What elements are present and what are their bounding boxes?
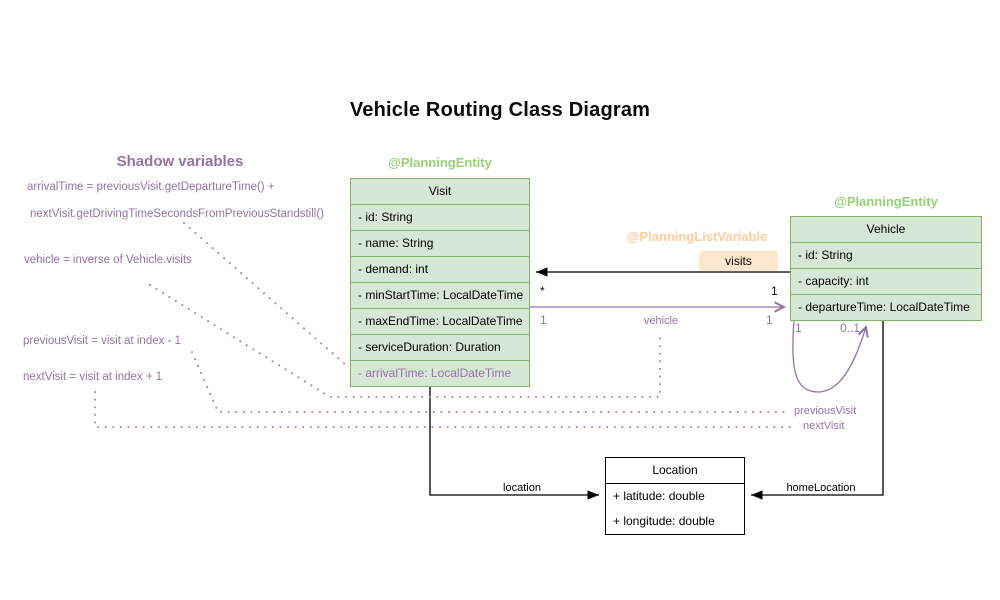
planning-list-variable-annotation: @PlanningListVariable	[626, 229, 768, 244]
visit-attribute-row: - id: String	[358, 210, 413, 224]
visit-attribute-row: - arrivalTime: LocalDateTime	[351, 360, 529, 386]
next-visit-label: nextVisit	[803, 420, 845, 432]
visits-multiplicity-vehicle-end: 1	[771, 284, 778, 298]
location-attribute-row: + longitude: double	[613, 514, 715, 528]
vehicle-association-label: vehicle	[643, 315, 679, 327]
visit-attribute-row: - maxEndTime: LocalDateTime	[351, 308, 529, 334]
planning-entity-annotation-vehicle: @PlanningEntity	[834, 194, 938, 209]
visit-attribute-row: - demand: int	[351, 256, 529, 282]
vehicle-attribute-row: - id: String	[798, 248, 853, 262]
location-association-label: location	[503, 482, 541, 494]
vehicle-multiplicity-vehicle-end: 1	[766, 313, 773, 327]
visits-multiplicity-visit-end: *	[540, 284, 545, 298]
visit-attribute-row: - minStartTime: LocalDateTime	[351, 282, 529, 308]
location-association-line	[429, 386, 599, 500]
self-loop-multiplicity-end: 0..1	[840, 321, 861, 335]
shadow-line-next-visit: nextVisit = visit at index + 1	[23, 371, 163, 383]
shadow-line-previous-visit: previousVisit = visit at index - 1	[23, 335, 181, 347]
shadow-line-vehicle: vehicle = inverse of Vehicle.visits	[24, 254, 192, 266]
self-loop-multiplicity-start: 1	[795, 321, 802, 335]
diagram-title: Vehicle Routing Class Diagram	[349, 99, 651, 121]
visit-class-name: Visit	[351, 179, 529, 205]
location-class-name: Location	[606, 458, 744, 484]
shadow-line-arrival-1: arrivalTime = previousVisit.getDeparture…	[27, 181, 275, 193]
vehicle-class-box[interactable]: Vehicle - id: String - capacity: int - d…	[790, 216, 982, 321]
visit-class-box[interactable]: Visit - id: String - name: String - dema…	[350, 178, 530, 387]
location-attribute-row: + latitude: double	[613, 489, 705, 503]
visits-label-badge: visits	[699, 251, 778, 271]
vehicle-attribute-row: - capacity: int	[791, 268, 981, 294]
previous-visit-label: previousVisit	[794, 405, 857, 417]
next-visit-callout-dotted-line	[94, 391, 796, 428]
location-class-box[interactable]: Location + latitude: double + longitude:…	[605, 457, 745, 535]
vehicle-class-name: Vehicle	[791, 217, 981, 243]
planning-entity-annotation-visit: @PlanningEntity	[388, 155, 492, 170]
shadow-variables-heading: Shadow variables	[116, 153, 244, 170]
vehicle-attribute-row: - departureTime: LocalDateTime	[791, 294, 981, 320]
vehicle-multiplicity-visit-end: 1	[540, 313, 547, 327]
home-location-association-label: homeLocation	[786, 482, 856, 494]
visit-attribute-row: - name: String	[351, 230, 529, 256]
shadow-line-arrival-2: nextVisit.getDrivingTimeSecondsFromPrevi…	[30, 208, 324, 220]
arrival-time-callout-dotted-line	[183, 222, 348, 367]
visit-attribute-row: - serviceDuration: Duration	[351, 334, 529, 360]
